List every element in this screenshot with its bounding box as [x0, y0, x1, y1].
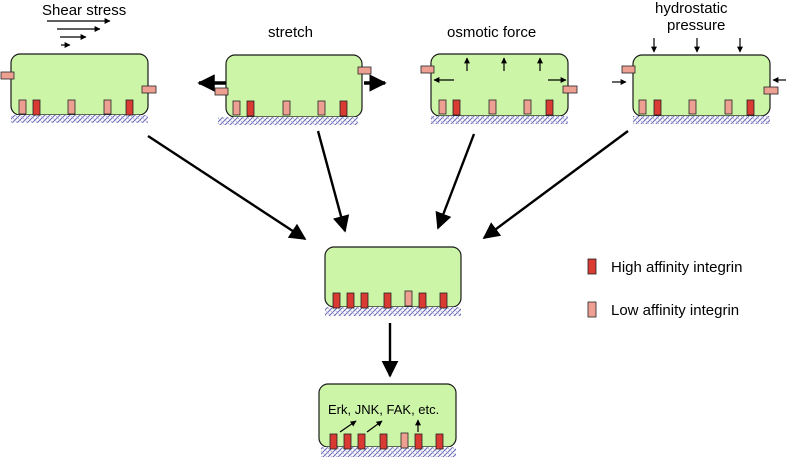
integrin-low	[638, 99, 647, 115]
stretch-panel: stretch	[197, 24, 387, 125]
integrin-high	[653, 99, 662, 116]
integrin-low	[420, 65, 435, 74]
integrin-low	[317, 100, 326, 116]
legend-high-affinity-swatch	[587, 258, 597, 275]
substrate-stretch	[218, 117, 358, 125]
osmotic-panel: osmotic force	[420, 24, 578, 124]
legend-high-affinity-label: High affinity integrin	[611, 259, 742, 276]
hydrostatic-label-line1: hydrostatic	[655, 0, 728, 17]
osmotic-arrows	[433, 57, 567, 83]
integrin-high	[339, 100, 348, 117]
converging-arrows	[147, 130, 629, 241]
shear-stress-panel: Shear stress	[0, 2, 157, 123]
legend: High affinity integrin Low affinity inte…	[587, 258, 742, 319]
integrin-high	[414, 433, 423, 450]
integrin-low	[103, 99, 112, 115]
integrin-low	[438, 99, 447, 115]
integrin-low	[357, 66, 372, 75]
integrin-high	[357, 433, 366, 450]
integrin-low	[724, 99, 733, 115]
substrate-shear	[11, 115, 148, 123]
osmotic-force-label: osmotic force	[447, 24, 536, 41]
integrin-low	[523, 99, 532, 115]
integrin-high	[379, 433, 388, 450]
integrin-high	[452, 99, 461, 116]
integrin-low	[621, 65, 636, 74]
integrin-low	[18, 99, 27, 115]
legend-low-affinity-swatch	[587, 301, 597, 318]
substrate-activated	[325, 307, 461, 316]
integrin-high	[329, 433, 338, 450]
integrin-low	[688, 99, 697, 115]
integrin-low	[763, 86, 779, 95]
integrin-low	[400, 432, 409, 449]
signaling-label: Erk, JNK, FAK, etc.	[328, 402, 439, 417]
hydrostatic-label-line2: pressure	[667, 17, 725, 34]
integrin-high	[346, 292, 355, 309]
integrin-low	[214, 87, 229, 96]
integrin-high	[332, 292, 341, 309]
shear-arrows	[47, 18, 111, 48]
shear-stress-label: Shear stress	[42, 2, 126, 19]
integrin-low	[232, 100, 241, 116]
signaling-arrows	[339, 419, 421, 433]
integrin-high	[545, 99, 554, 116]
integrin-high	[32, 99, 41, 116]
integrin-low	[562, 85, 578, 94]
pressure-arrows	[612, 38, 786, 85]
substrate-hydrostatic	[633, 116, 770, 124]
legend-low-affinity-label: Low affinity integrin	[611, 302, 739, 319]
stretch-label: stretch	[268, 24, 313, 41]
signaling-cell-panel: Erk, JNK, FAK, etc.	[318, 383, 457, 457]
integrin-low	[404, 290, 413, 307]
integrin-high	[246, 100, 255, 117]
hydrostatic-panel: hydrostatic pressure	[612, 0, 786, 124]
integrin-high	[439, 292, 448, 309]
integrin-high	[343, 433, 352, 450]
integrin-high	[418, 292, 427, 309]
substrate-signaling	[321, 447, 456, 457]
integrin-high	[360, 292, 369, 309]
integrin-high	[383, 292, 392, 309]
integrin-low	[67, 99, 76, 115]
integrin-high	[125, 99, 134, 116]
activated-cell-panel	[324, 246, 462, 316]
integrin-high	[435, 433, 444, 450]
integrin-low	[282, 100, 291, 116]
integrin-low	[0, 71, 15, 80]
integrin-high	[746, 99, 755, 116]
integrin-low	[141, 85, 157, 94]
integrin-low	[488, 99, 497, 115]
substrate-osmotic	[431, 116, 568, 124]
